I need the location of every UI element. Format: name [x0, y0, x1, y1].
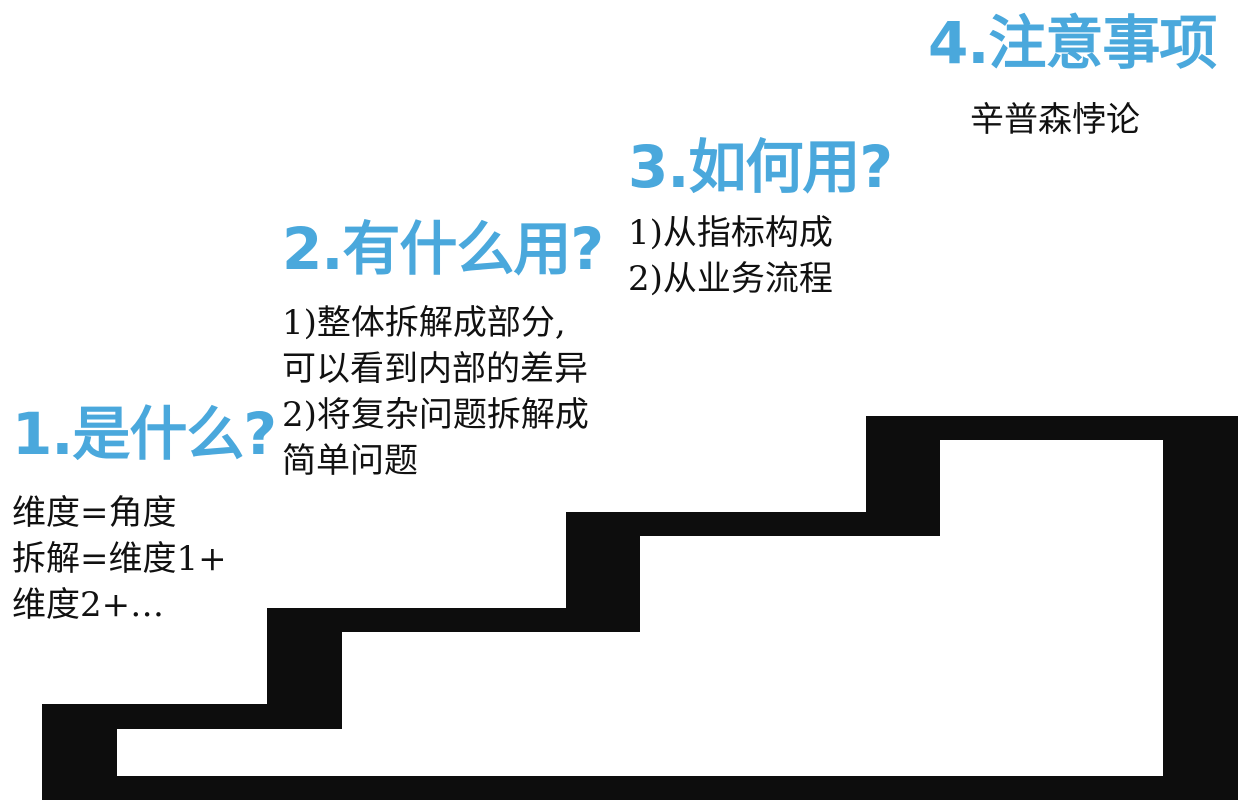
step-1-line: 拆解=维度1+	[12, 539, 227, 579]
step-2-line: 可以看到内部的差异	[282, 349, 588, 389]
step-1-line: 维度2+…	[12, 585, 165, 625]
step-2-line: 2)将复杂问题拆解成	[282, 395, 589, 435]
step-3-line: 2)从业务流程	[628, 259, 833, 299]
step-2-line: 1)整体拆解成部分,	[282, 303, 566, 343]
step-4-title: 4.注意事项	[928, 9, 1217, 77]
step-2-line: 简单问题	[282, 441, 418, 481]
step-2-title: 2.有什么用?	[282, 215, 604, 283]
staircase-inner	[117, 440, 1163, 776]
step-3-content: 1)从指标构成 2)从业务流程	[628, 210, 833, 302]
step-1-content: 维度=角度 拆解=维度1+ 维度2+…	[12, 490, 227, 628]
step-3-line: 1)从指标构成	[628, 213, 833, 253]
step-1-line: 维度=角度	[12, 493, 177, 533]
step-3-title: 3.如何用?	[628, 133, 893, 201]
step-2-content: 1)整体拆解成部分, 可以看到内部的差异 2)将复杂问题拆解成 简单问题	[282, 300, 589, 484]
step-1-title: 1.是什么?	[12, 400, 277, 468]
step-4-content: 辛普森悖论	[970, 97, 1140, 143]
step-4-line: 辛普森悖论	[970, 100, 1140, 140]
